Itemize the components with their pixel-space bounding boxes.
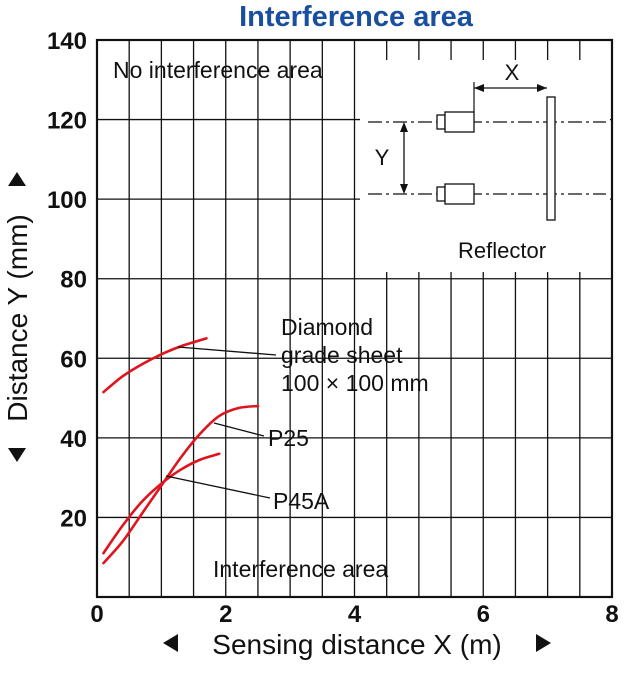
inset-y-label: Y [375,145,390,170]
inset-sensor-top-body [444,111,475,133]
y-tick-label: 80 [60,267,87,294]
x-tick-label: 8 [605,601,618,628]
plot-frame [95,38,614,599]
y-tick-label: 60 [60,346,87,373]
leader-line-p25 [213,422,265,437]
series-lines [102,337,260,565]
x-axis-label: Sensing distance X (m) [212,629,501,660]
series-label-diamond-line-1: Diamond [281,314,373,340]
y-tick-label: 40 [60,426,87,453]
tick-labels: 0 2 4 6 8 20 40 60 80 100 120 140 [47,28,619,628]
series-label-p25: P25 [268,425,309,451]
series-line-0 [102,337,208,394]
x-tick-label: 4 [348,601,362,628]
leader-line-p45a [165,475,271,499]
x-tick-label: 0 [90,601,103,628]
inset-x-label: X [505,60,520,85]
inset-x-arrow-right-icon [537,84,547,92]
inset-sensor-bottom-body [444,183,475,205]
y-tick-label: 140 [47,28,87,55]
inset-diagram [360,60,610,272]
x-tick-label: 6 [477,601,490,628]
inset-x-arrow-left-icon [474,84,484,92]
series-label-diamond-line-2: grade sheet [281,342,403,368]
no-interference-area-label: No interference area [113,57,323,83]
series-label-diamond-line-3: 100 × 100 mm [281,370,429,396]
y-axis-down-arrow-icon [8,448,26,462]
y-axis-up-arrow-icon [8,172,26,186]
y-tick-label: 20 [60,505,87,532]
series-label-p45a: P45A [273,488,330,514]
y-axis-label: Distance Y (mm) [2,214,33,421]
inset-background [360,60,610,272]
x-axis-right-arrow-icon [536,634,551,652]
y-axis-label-group: Distance Y (mm) [2,172,33,462]
interference-area-label: Interference area [213,556,388,582]
leader-line-diamond [177,346,277,356]
inset-reflector-plate [546,96,556,221]
y-tick-label: 120 [47,108,87,135]
inset-sensor-top-head [436,114,446,130]
leader-lines [165,346,277,499]
inset-sensor-bottom-head [436,186,446,202]
x-axis-left-arrow-icon [163,634,178,652]
chart-title: Interference area [239,1,474,33]
inset-y-arrow-up-icon [400,122,408,132]
series-line-1 [102,404,260,565]
inset-reflector-label: Reflector [458,238,546,263]
x-axis-label-group: Sensing distance X (m) [163,629,551,660]
y-tick-label: 100 [47,187,87,214]
x-tick-label: 2 [219,601,232,628]
series-line-2 [102,452,221,555]
inset-y-arrow-down-icon [400,184,408,194]
